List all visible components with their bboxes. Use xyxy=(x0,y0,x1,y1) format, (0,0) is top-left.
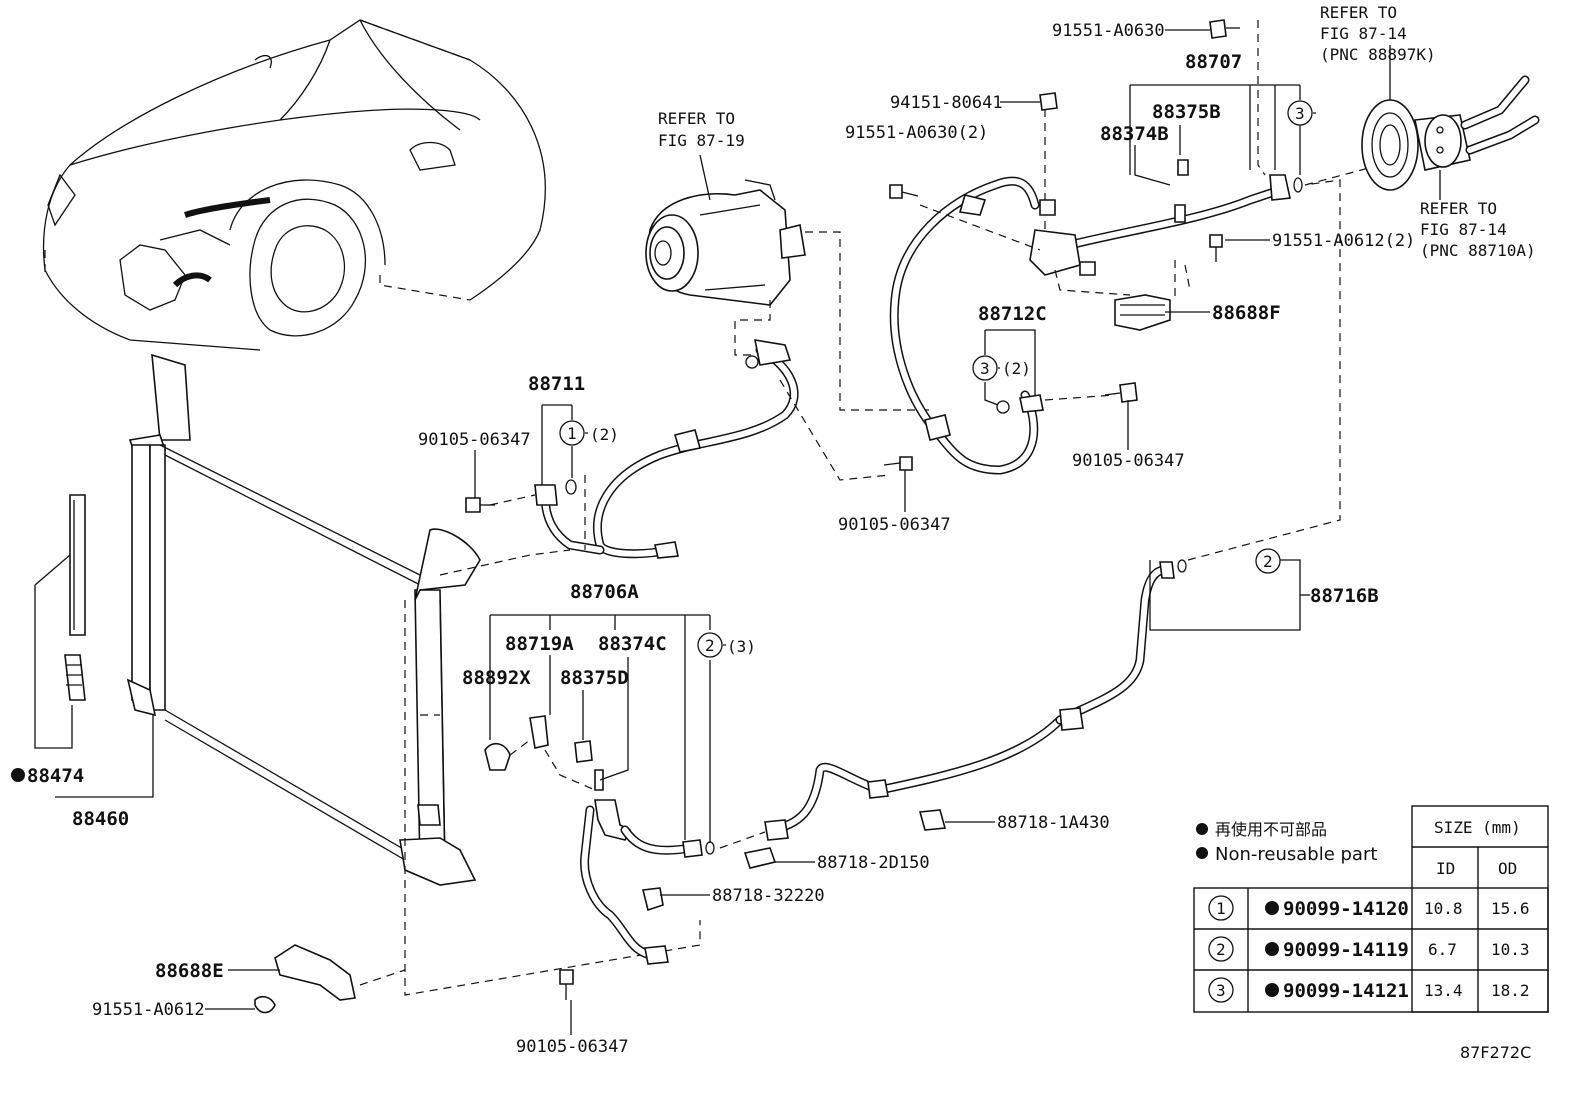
label-refer-fig-87-14-a-line3: (PNC 88710A) xyxy=(1420,241,1536,260)
pipe-88711 xyxy=(489,339,891,559)
label-88711: 88711 xyxy=(528,373,585,395)
size-table-title: SIZE (mm) xyxy=(1434,818,1521,837)
label-refer-fig-87-14-k-line3: (PNC 88897K) xyxy=(1320,45,1436,64)
label-88719a: 88719A xyxy=(505,633,574,655)
pipe-88707 xyxy=(919,20,1381,296)
size-row-1-part: 90099-14120 xyxy=(1283,898,1409,920)
marker-3-88712c: 3 xyxy=(980,359,990,378)
legend-text-en: Non-reusable part xyxy=(1215,844,1377,865)
size-row-2-part: 90099-14119 xyxy=(1283,939,1409,961)
bracket-88688f xyxy=(1114,260,1191,331)
size-row-2-mark: 2 xyxy=(1216,940,1226,959)
pipe-88706a-88716b xyxy=(484,179,1341,965)
size-row-2-od: 10.3 xyxy=(1491,940,1530,959)
car-outline xyxy=(42,19,546,351)
bracket-88688e xyxy=(254,944,406,1014)
label-88892x: 88892X xyxy=(462,667,531,689)
marker-2-88706a: 2 xyxy=(705,636,715,655)
part-labels: 91551-A0630 88707 REFER TO FIG 87-14 (PN… xyxy=(11,3,1536,1062)
label-88375b: 88375B xyxy=(1152,101,1221,123)
pipe-88712c xyxy=(889,95,1116,475)
label-88374c: 88374C xyxy=(598,633,667,655)
size-row-3-od: 18.2 xyxy=(1491,981,1530,1000)
label-88718-32220: 88718-32220 xyxy=(712,886,825,906)
expansion-valve-seal xyxy=(1361,75,1540,191)
size-row-1-mark: 1 xyxy=(1216,899,1226,918)
marker-3-top: 3 xyxy=(1295,104,1305,123)
o-ring-markers: 3 3 1 2 2 xyxy=(559,100,1316,658)
label-88718-1a430: 88718-1A430 xyxy=(997,813,1110,833)
leader-lines xyxy=(34,29,1441,1035)
label-refer-fig-87-14-k-line1: REFER TO xyxy=(1320,3,1397,22)
label-refer-fig-87-19-line1: REFER TO xyxy=(658,109,735,128)
size-row-3-id: 13.4 xyxy=(1424,981,1463,1000)
marker-1-88711: 1 xyxy=(567,424,577,443)
label-refer-fig-87-19-line2: FIG 87-19 xyxy=(658,131,745,150)
condenser-assembly xyxy=(64,353,701,996)
label-88712c-qty: (2) xyxy=(1002,359,1031,378)
label-88375d: 88375D xyxy=(560,667,629,689)
size-row-3-mark: 3 xyxy=(1216,981,1226,1000)
label-88711-qty: (2) xyxy=(590,425,619,444)
legend-bullet-en xyxy=(1196,847,1208,859)
label-refer-fig-87-14-a-line2: FIG 87-14 xyxy=(1420,220,1507,239)
label-90105-06347-a: 90105-06347 xyxy=(418,430,531,450)
label-91551-a0630: 91551-A0630 xyxy=(1052,21,1165,41)
size-table-col-od: OD xyxy=(1498,859,1517,878)
label-refer-fig-87-14-a-line1: REFER TO xyxy=(1420,199,1497,218)
label-88374b: 88374B xyxy=(1100,123,1169,145)
size-row-2-id: 6.7 xyxy=(1428,940,1457,959)
size-table: SIZE (mm) ID OD 1 90099-14120 10.8 15.6 … xyxy=(1193,805,1549,1013)
label-88716b: 88716B xyxy=(1310,585,1379,607)
marker-2-88716b: 2 xyxy=(1263,552,1273,571)
label-90105-06347-c: 90105-06347 xyxy=(838,515,951,535)
label-91551-a0630-2: 91551-A0630(2) xyxy=(845,123,988,143)
legend-text-jp: 再使用不可部品 xyxy=(1215,820,1327,839)
label-88688f: 88688F xyxy=(1212,302,1281,324)
label-91551-a0612-2: 91551-A0612(2) xyxy=(1272,231,1415,251)
size-row-1-od: 15.6 xyxy=(1491,899,1530,918)
label-88706a-qty: (3) xyxy=(727,637,756,656)
label-88712c: 88712C xyxy=(978,303,1047,325)
label-refer-fig-87-14-k-line2: FIG 87-14 xyxy=(1320,24,1407,43)
label-88706a: 88706A xyxy=(570,581,639,603)
label-88460: 88460 xyxy=(72,808,129,830)
label-90105-06347-d: 90105-06347 xyxy=(516,1037,629,1057)
label-88707: 88707 xyxy=(1185,51,1242,73)
legend: 再使用不可部品 Non-reusable part xyxy=(1196,820,1377,865)
size-row-1-id: 10.8 xyxy=(1424,899,1463,918)
label-91551-a0612: 91551-A0612 xyxy=(92,1000,205,1020)
size-row-3-part: 90099-14121 xyxy=(1283,980,1409,1002)
size-table-col-id: ID xyxy=(1436,859,1455,878)
label-94151-80641: 94151-80641 xyxy=(890,93,1003,113)
non-reusable-marker-88474 xyxy=(11,768,25,782)
bolts xyxy=(465,19,1240,1000)
label-88718-2d150: 88718-2D150 xyxy=(817,853,930,873)
label-88688e: 88688E xyxy=(155,960,224,982)
figure-code: 87F272C xyxy=(1460,1043,1531,1062)
label-88474: 88474 xyxy=(27,765,84,787)
label-90105-06347-b: 90105-06347 xyxy=(1072,451,1185,471)
legend-bullet-jp xyxy=(1196,823,1208,835)
compressor xyxy=(645,179,930,411)
